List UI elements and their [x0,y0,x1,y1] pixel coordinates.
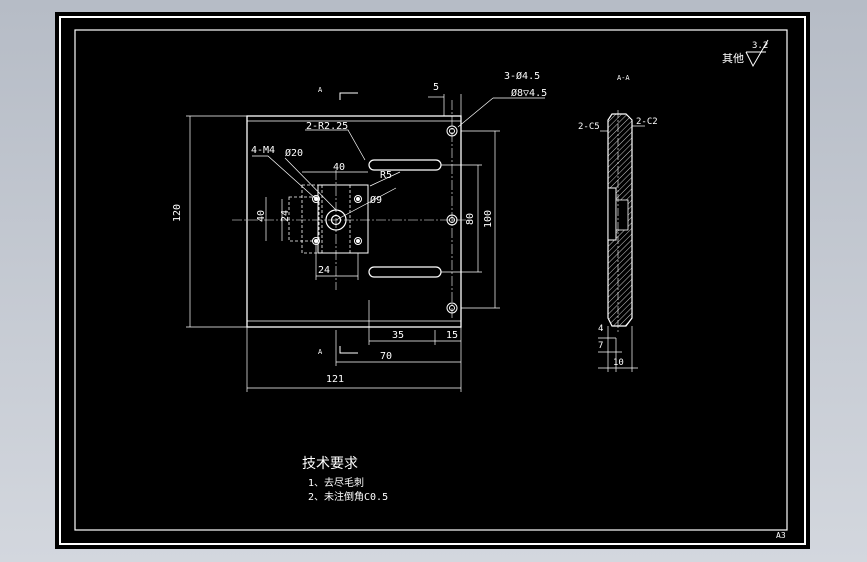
dim-dia20: Ø20 [285,147,303,159]
dim-side-10: 10 [613,358,624,368]
dim-70: 70 [380,351,392,362]
sheet-size: A3 [776,531,786,540]
section-mark-bottom: A [318,348,323,356]
note-1: 1、去尽毛刺 [308,477,364,489]
inner-frame [74,29,788,531]
notes-title: 技术要求 [302,456,358,472]
side-section [607,110,633,332]
section-mark-side: A-A [617,74,630,82]
note-2: 2、未注倒角C0.5 [308,490,388,503]
plate-outline [246,115,462,328]
section-arrows [339,92,358,354]
dim-tapped: 4-M4 [251,145,275,156]
sheet-background [55,12,810,549]
dim-c2: 2-C2 [636,117,658,127]
roughness-value: 3.2 [752,41,768,51]
dim-120: 120 [172,204,183,222]
dim-5: 5 [433,82,439,93]
dim-40-top: 40 [333,162,345,173]
dim-24-bottom: 24 [318,265,330,276]
dim-hole-callout-1: 3-Ø4.5 [504,70,540,82]
center-lines [232,100,472,320]
dim-121: 121 [326,374,344,385]
side-dimension-lines [598,125,645,372]
dim-40-left: 40 [256,210,267,222]
dim-r5: R5 [380,170,392,181]
dimension-texts: 5 3-Ø4.5 Ø8▽4.5 2-R2.25 4-M4 Ø20 40 R5 Ø… [172,70,547,385]
dim-35: 35 [392,330,404,341]
dim-slot-radius: 2-R2.25 [306,121,348,132]
dim-hole-callout-2: Ø8▽4.5 [511,87,547,99]
section-mark-top: A [318,86,323,94]
dimension-lines [186,94,545,392]
dim-80: 80 [465,213,476,225]
dim-side-7: 7 [598,341,603,351]
roughness-icon [745,39,769,68]
dim-c5: 2-C5 [578,122,600,132]
dim-15: 15 [446,330,458,341]
outer-frame [59,16,806,545]
dim-side-4: 4 [598,324,603,334]
dim-24-left: 24 [280,210,291,222]
dim-dia9: Ø9 [370,194,382,206]
dim-100: 100 [483,210,494,228]
boss-outline [317,184,369,254]
side-dimension-texts: 2-C5 2-C2 4 7 10 [578,117,658,368]
roughness-label: 其他 [722,52,744,65]
